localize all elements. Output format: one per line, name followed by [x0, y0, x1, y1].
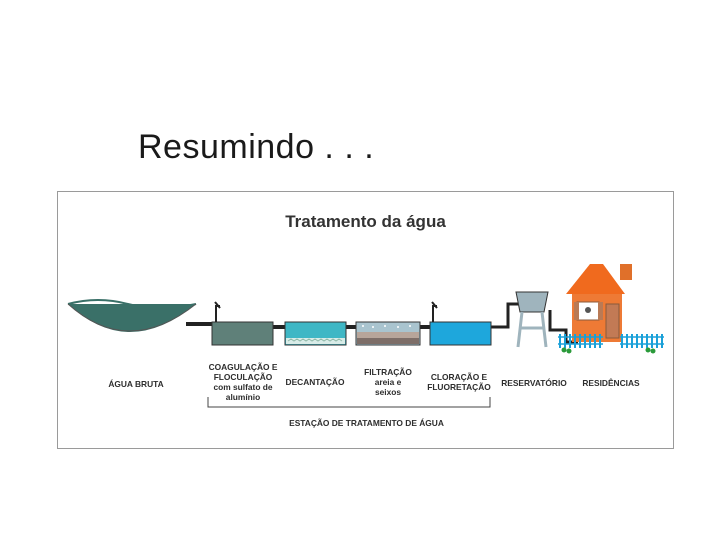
reservoir-tower	[515, 291, 549, 348]
label-coagulation-line1: COAGULAÇÃO E	[208, 362, 278, 372]
slide-title: Resumindo . . .	[138, 128, 375, 166]
diagram-panel: Tratamento da água	[57, 191, 674, 449]
label-filtration-line2: areia e	[374, 377, 402, 387]
label-residences: RESIDÊNCIAS	[582, 378, 640, 388]
label-coagulation-line4: alumínio	[225, 392, 261, 402]
diagram-graphic	[67, 264, 664, 408]
label-raw-water: ÁGUA BRUTA	[108, 379, 164, 389]
fence	[558, 334, 664, 354]
raw-water-basin	[67, 299, 197, 332]
coagulation-tank	[211, 301, 274, 346]
label-reservoir: RESERVATÓRIO	[501, 378, 567, 388]
label-chlorination: CLORAÇÃO E FLUORETAÇÃO	[422, 372, 496, 392]
house	[566, 264, 632, 342]
label-coagulation-line2: FLOCULAÇÃO	[213, 372, 273, 382]
label-chlorination-line2: FLUORETAÇÃO	[427, 382, 491, 392]
chlorination-tank	[429, 301, 492, 346]
pipe-line	[186, 302, 578, 344]
decantation-tank	[284, 321, 347, 346]
label-filtration: FILTRAÇÃO areia e seixos	[354, 367, 422, 397]
label-filtration-line1: FILTRAÇÃO	[364, 367, 412, 377]
filtration-tank	[355, 321, 421, 346]
label-coagulation-line3: com sulfato de	[213, 382, 273, 392]
label-filtration-line3: seixos	[374, 387, 402, 397]
station-bracket	[207, 397, 491, 408]
label-coagulation: COAGULAÇÃO E FLOCULAÇÃO com sulfato de a…	[201, 362, 285, 402]
label-decantation: DECANTAÇÃO	[285, 377, 345, 387]
diagram-title: Tratamento da água	[285, 212, 446, 231]
station-label: ESTAÇÃO DE TRATAMENTO DE ÁGUA	[289, 418, 444, 428]
label-chlorination-line1: CLORAÇÃO E	[430, 372, 488, 382]
